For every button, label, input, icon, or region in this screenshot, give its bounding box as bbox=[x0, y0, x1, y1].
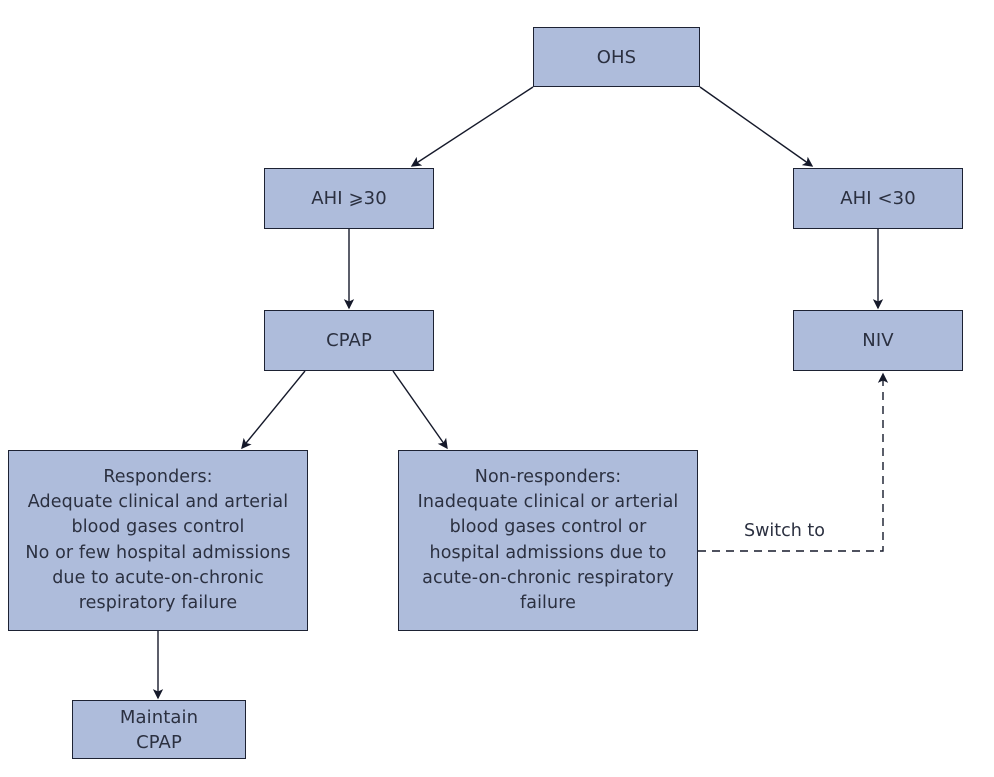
edge-cpap-to-non-responders bbox=[392, 370, 448, 450]
node-cpap[interactable]: CPAP bbox=[264, 310, 434, 371]
node-maintain-cpap[interactable]: Maintain CPAP bbox=[72, 700, 246, 759]
edge-ohs-to-ahi-low bbox=[699, 86, 814, 167]
edge-cpap-to-responders bbox=[241, 370, 306, 450]
node-responders[interactable]: Responders: Adequate clinical and arteri… bbox=[8, 450, 308, 631]
edge-label-switch-to: Switch to bbox=[740, 521, 829, 541]
node-niv[interactable]: NIV bbox=[793, 310, 963, 371]
edge-ohs-to-ahi-high bbox=[410, 86, 534, 167]
node-ahi-high[interactable]: AHI ⩾30 bbox=[264, 168, 434, 229]
node-ahi-low[interactable]: AHI <30 bbox=[793, 168, 963, 229]
node-ohs[interactable]: OHS bbox=[533, 27, 700, 87]
node-non-responders[interactable]: Non-responders: Inadequate clinical or a… bbox=[398, 450, 698, 631]
